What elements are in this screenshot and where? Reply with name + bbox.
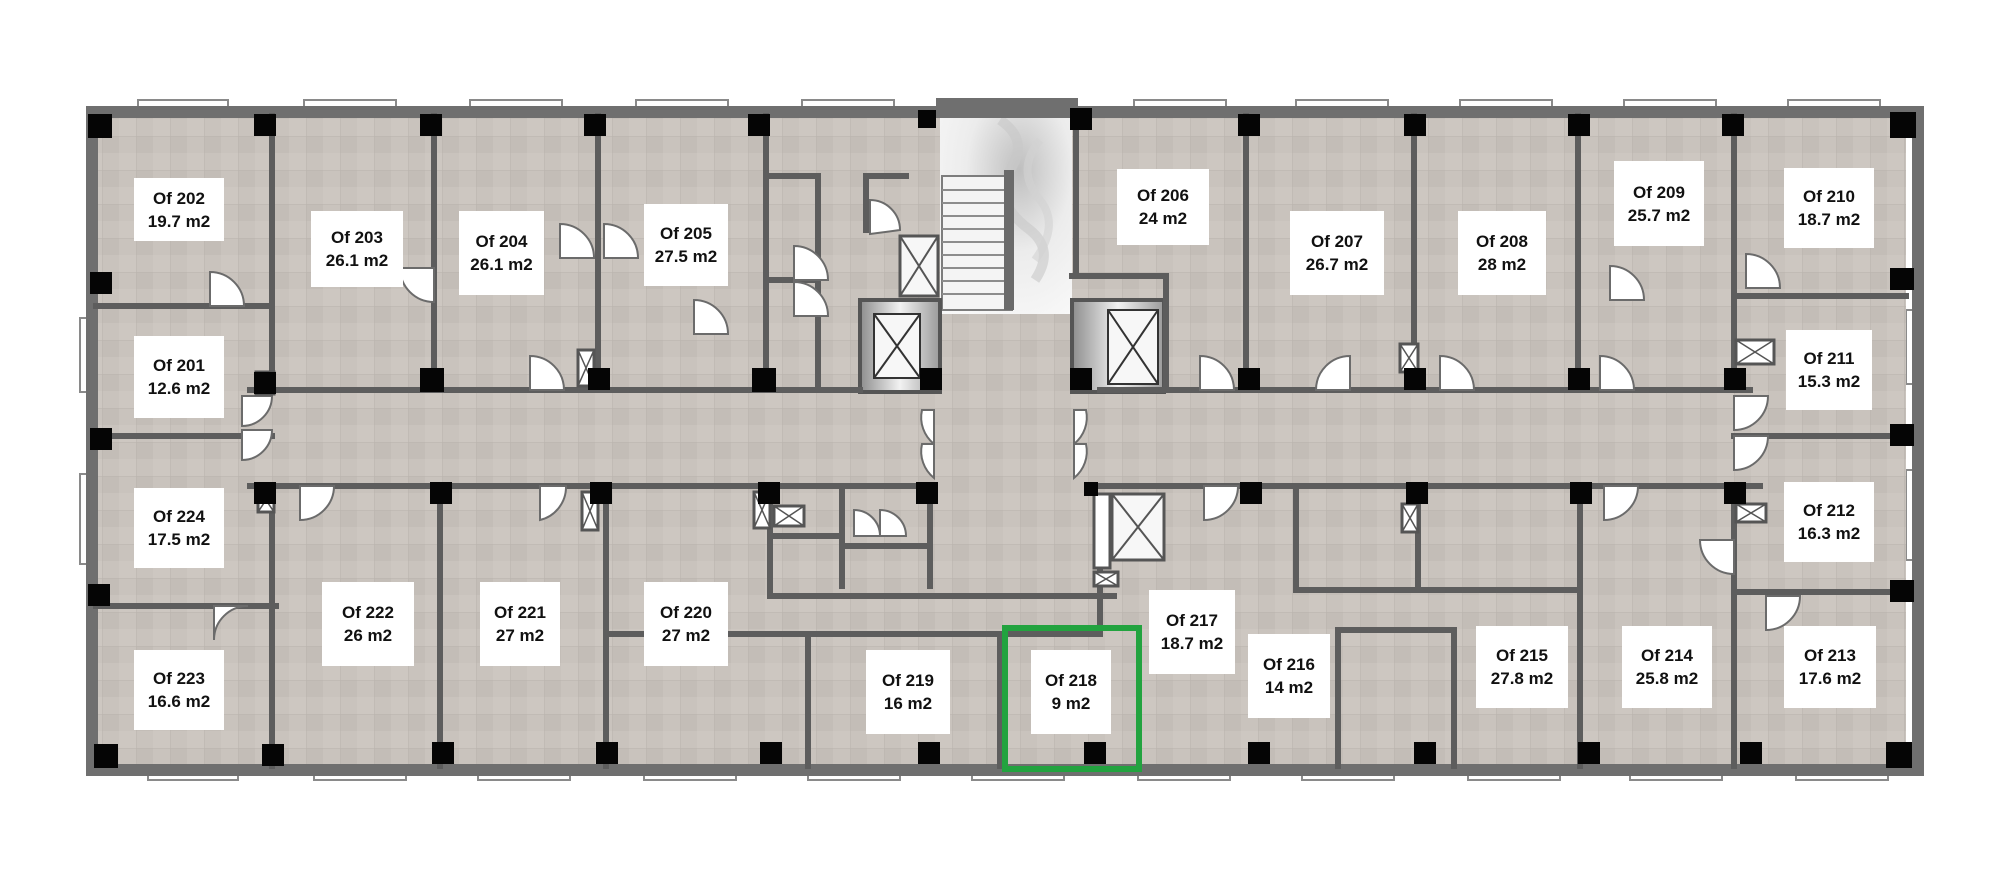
room-of-201[interactable]: Of 201 12.6 m2 — [134, 336, 224, 418]
room-name: Of 222 — [342, 603, 394, 622]
room-area: 18.7 m2 — [1797, 210, 1861, 229]
room-name: Of 202 — [153, 188, 205, 208]
elevators — [858, 234, 1166, 562]
room-name: Of 216 — [1263, 655, 1315, 674]
room-of-213[interactable]: Of 213 17.6 m2 — [1784, 626, 1876, 708]
room-of-223[interactable]: Of 223 16.6 m2 — [134, 650, 224, 730]
room-name: Of 201 — [153, 356, 205, 375]
room-name: Of 203 — [331, 228, 383, 247]
room-area: 26.1 m2 — [325, 251, 389, 270]
room-of-217[interactable]: Of 217 18.7 m2 — [1149, 590, 1235, 674]
room-name: Of 205 — [660, 224, 712, 243]
room-name: Of 223 — [153, 669, 205, 688]
room-of-215[interactable]: Of 215 27.8 m2 — [1476, 626, 1568, 708]
room-area: 27.8 m2 — [1490, 669, 1554, 688]
room-area: 17.5 m2 — [147, 530, 211, 549]
room-area: 17.6 m2 — [1798, 669, 1862, 688]
room-name: Of 212 — [1803, 501, 1855, 520]
room-name: Of 211 — [1803, 349, 1855, 368]
room-name: Of 220 — [660, 603, 712, 622]
room-area: 27.5 m2 — [654, 247, 718, 266]
room-of-210[interactable]: Of 210 18.7 m2 — [1784, 168, 1874, 248]
room-area: 24 m2 — [1138, 209, 1188, 228]
room-area: 15.3 m2 — [1797, 372, 1861, 391]
room-area: 9 m2 — [1051, 694, 1091, 713]
room-area: 27 m2 — [661, 626, 711, 645]
room-area: 14 m2 — [1264, 678, 1314, 697]
room-of-202[interactable]: Of 202 19.7 m2 — [134, 178, 224, 241]
room-name: Of 219 — [882, 671, 934, 690]
room-of-214[interactable]: Of 214 25.8 m2 — [1622, 626, 1712, 708]
doors — [209, 198, 1802, 641]
room-name: Of 208 — [1476, 232, 1528, 251]
room-area: 27 m2 — [495, 626, 545, 645]
room-of-208[interactable]: Of 208 28 m2 — [1458, 211, 1546, 295]
room-of-204[interactable]: Of 204 26.1 m2 — [459, 211, 544, 295]
room-of-212[interactable]: Of 212 16.3 m2 — [1784, 482, 1874, 562]
room-of-205[interactable]: Of 205 27.5 m2 — [644, 204, 728, 286]
room-area: 19.7 m2 — [147, 211, 211, 231]
room-area: 12.6 m2 — [147, 379, 211, 398]
room-name: Of 204 — [475, 232, 528, 251]
room-name: Of 217 — [1166, 611, 1218, 630]
room-name: Of 224 — [153, 507, 205, 526]
room-area: 25.7 m2 — [1627, 205, 1691, 225]
room-area: 26.1 m2 — [470, 255, 533, 274]
room-of-203[interactable]: Of 203 26.1 m2 — [311, 211, 403, 287]
stairs — [941, 170, 1014, 311]
room-of-219[interactable]: Of 219 16 m2 — [866, 650, 950, 734]
room-of-220[interactable]: Of 220 27 m2 — [644, 582, 728, 666]
room-of-211[interactable]: Of 211 15.3 m2 — [1786, 330, 1872, 410]
room-of-216[interactable]: Of 216 14 m2 — [1248, 634, 1330, 718]
room-area: 25.8 m2 — [1635, 669, 1699, 688]
room-of-209[interactable]: Of 209 25.7 m2 — [1614, 161, 1704, 246]
room-name: Of 218 — [1045, 671, 1097, 690]
room-of-207[interactable]: Of 207 26.7 m2 — [1290, 211, 1384, 295]
room-of-218[interactable]: Of 218 9 m2 — [1031, 650, 1111, 734]
room-area: 26.7 m2 — [1305, 255, 1369, 274]
room-name: Of 206 — [1137, 186, 1189, 205]
room-of-206[interactable]: Of 206 24 m2 — [1117, 169, 1209, 245]
room-name: Of 215 — [1496, 646, 1548, 665]
room-of-221[interactable]: Of 221 27 m2 — [480, 582, 560, 666]
room-of-222[interactable]: Of 222 26 m2 — [322, 582, 414, 666]
room-name: Of 209 — [1633, 182, 1685, 202]
room-name: Of 210 — [1803, 187, 1855, 206]
room-name: Of 214 — [1641, 646, 1693, 665]
room-area: 18.7 m2 — [1160, 634, 1224, 653]
room-of-224[interactable]: Of 224 17.5 m2 — [134, 488, 224, 568]
columns — [88, 108, 1916, 768]
selected-room-highlight — [1002, 625, 1142, 772]
room-name: Of 221 — [494, 603, 546, 622]
room-area: 28 m2 — [1477, 255, 1527, 274]
room-name: Of 207 — [1311, 232, 1363, 251]
room-area: 16.6 m2 — [147, 692, 211, 711]
room-area: 16 m2 — [883, 694, 933, 713]
room-area: 26 m2 — [343, 626, 393, 645]
room-area: 16.3 m2 — [1797, 524, 1861, 543]
room-name: Of 213 — [1804, 646, 1856, 665]
